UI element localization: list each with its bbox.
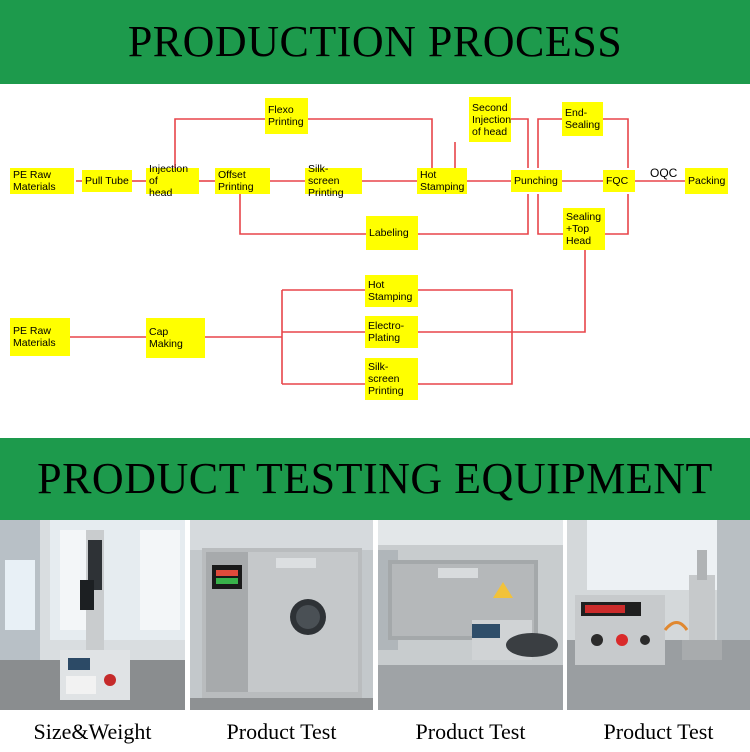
node-injection-of-head: Injection of head bbox=[146, 163, 199, 199]
connector bbox=[174, 118, 265, 168]
node-punching: Punching bbox=[511, 170, 562, 192]
node-electro-plating: Electro- Plating bbox=[365, 316, 418, 348]
node-silk-screen-printing: Silk-screen Printing bbox=[305, 163, 362, 199]
oven-image bbox=[190, 520, 373, 710]
connector bbox=[418, 248, 586, 333]
tensile-tester-image bbox=[0, 520, 185, 710]
node-hot-stamping-2: Hot Stamping bbox=[365, 275, 418, 307]
node-offset-printing: Offset Printing bbox=[215, 168, 270, 194]
node-pe-raw-materials-2: PE Raw Materials bbox=[10, 318, 70, 356]
node-end-sealing: End- Sealing bbox=[562, 102, 603, 136]
equipment-caption-2: Product Test bbox=[226, 719, 337, 744]
testing-equipment-banner: PRODUCT TESTING EQUIPMENT bbox=[0, 438, 750, 520]
flowchart-connectors bbox=[70, 118, 685, 385]
equipment-photo-size-weight bbox=[0, 520, 185, 710]
connector bbox=[537, 118, 562, 168]
connector bbox=[418, 194, 529, 235]
node-silk-screen-printing-2: Silk- screen Printing bbox=[365, 358, 418, 400]
connector bbox=[239, 194, 366, 235]
node-cap-making: Cap Making bbox=[146, 318, 205, 358]
equipment-photos bbox=[0, 520, 750, 712]
production-flowchart: PE Raw Materials Pull Tube Injection of … bbox=[0, 84, 750, 438]
abrasion-tester-image bbox=[378, 520, 563, 710]
connector bbox=[511, 118, 529, 168]
equipment-photo-pressure bbox=[567, 520, 750, 710]
connector bbox=[418, 289, 513, 385]
connector bbox=[537, 194, 563, 235]
equipment-caption-4: Product Test bbox=[603, 719, 714, 744]
pressure-tester-image bbox=[567, 520, 750, 710]
equipment-photo-abrasion bbox=[378, 520, 563, 710]
production-process-title: PRODUCTION PROCESS bbox=[127, 17, 623, 66]
connector bbox=[605, 194, 629, 235]
node-pe-raw-materials: PE Raw Materials bbox=[10, 168, 74, 194]
node-hot-stamping: Hot Stamping bbox=[417, 168, 467, 194]
equipment-photo-oven bbox=[190, 520, 373, 710]
node-packing: Packing bbox=[685, 168, 728, 194]
node-flexo-printing: Flexo Printing bbox=[265, 98, 308, 134]
connector bbox=[603, 118, 629, 168]
node-fqc: FQC bbox=[603, 170, 635, 192]
oqc-label: OQC bbox=[650, 166, 678, 180]
equipment-caption-1: Size&Weight bbox=[33, 719, 152, 744]
testing-equipment-title: PRODUCT TESTING EQUIPMENT bbox=[37, 454, 713, 503]
node-pull-tube: Pull Tube bbox=[82, 170, 132, 192]
equipment-caption-3: Product Test bbox=[415, 719, 526, 744]
node-labeling: Labeling bbox=[366, 216, 418, 250]
production-process-banner: PRODUCTION PROCESS bbox=[0, 0, 750, 84]
node-second-injection: Second Injection of head bbox=[469, 97, 511, 142]
connector bbox=[308, 118, 433, 168]
node-sealing-top-head: Sealing +Top Head bbox=[563, 208, 605, 250]
